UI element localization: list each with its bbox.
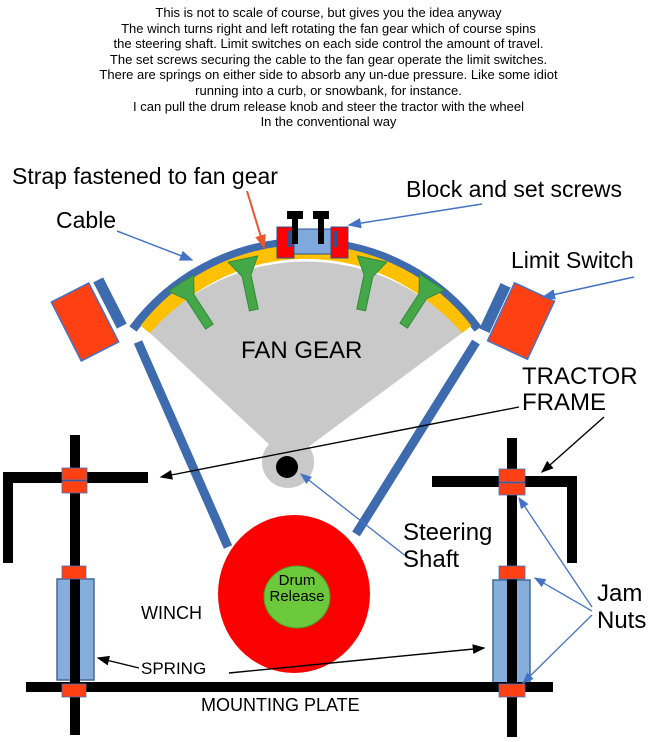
fan-gear-shape [150,261,462,488]
jam-nuts-label: Jam Nuts [597,580,647,634]
limit-switch-right-bar [479,283,511,333]
mounting-plate-label: MOUNTING PLATE [201,695,360,715]
block-and-set-screws-shape [276,211,349,259]
spring-arrow-left [96,655,140,669]
limit-switch-left-bar [93,277,127,329]
mounting-plate-shape [26,682,553,692]
spring-arrow-right [228,644,486,674]
limit-switch-right [486,281,556,361]
block-arrow [347,203,483,229]
intro-line: running into a curb, or snowbank, for in… [195,82,462,98]
gear-tee [356,255,388,312]
jam-nuts-shape [61,467,526,698]
intro-line: the steering shaft. Limit switches on ea… [113,36,544,52]
drum-release-label: Drum Release [269,572,325,605]
limit-switch-left [50,282,120,362]
steering-shaft-arrow [299,473,408,558]
annotation-arrows [96,190,635,684]
tractor-frame-label: TRACTOR FRAME [522,363,638,416]
jam-nuts-arrow-bottom [522,614,593,684]
winch-label: WINCH [141,603,202,623]
intro-line: The winch turns right and left rotating … [121,20,536,36]
tractor-frame-arrow-right [540,416,605,473]
gear-tee [227,255,259,312]
intro-line: In the conventional way [260,114,397,130]
spring-label: SPRING [141,659,207,678]
intro-line: There are springs on either side to abso… [99,67,558,83]
intro-line: This is not to scale of course, but give… [155,5,502,20]
tractor-frame-arrow-left [159,406,520,480]
limit-switch-arrow [541,276,635,300]
jam-nuts-arrow-top [518,496,593,608]
gear-tee [399,272,446,329]
block-label: Block and set screws [406,176,623,202]
gear-tee-group [167,255,446,330]
limit-switch-label: Limit Switch [511,247,634,273]
intro-text: This is not to scale of course, but give… [0,5,657,130]
intro-line: I can pull the drum release knob and ste… [133,98,524,114]
jam-nuts-arrow-mid [533,577,593,612]
gear-tee [167,273,214,330]
steering-shaft-label: Steering Shaft [403,519,493,573]
drum-release-shape [263,565,331,629]
strap-label: Strap fastened to fan gear [12,163,278,189]
cable-arrow [116,230,194,261]
strap-arrow [246,190,266,249]
fan-gear-label: FAN GEAR [241,337,363,364]
cable-label: Cable [56,207,117,233]
steering-shaft-shape [276,456,298,478]
intro-line: The set screws securing the cable to the… [109,51,548,67]
